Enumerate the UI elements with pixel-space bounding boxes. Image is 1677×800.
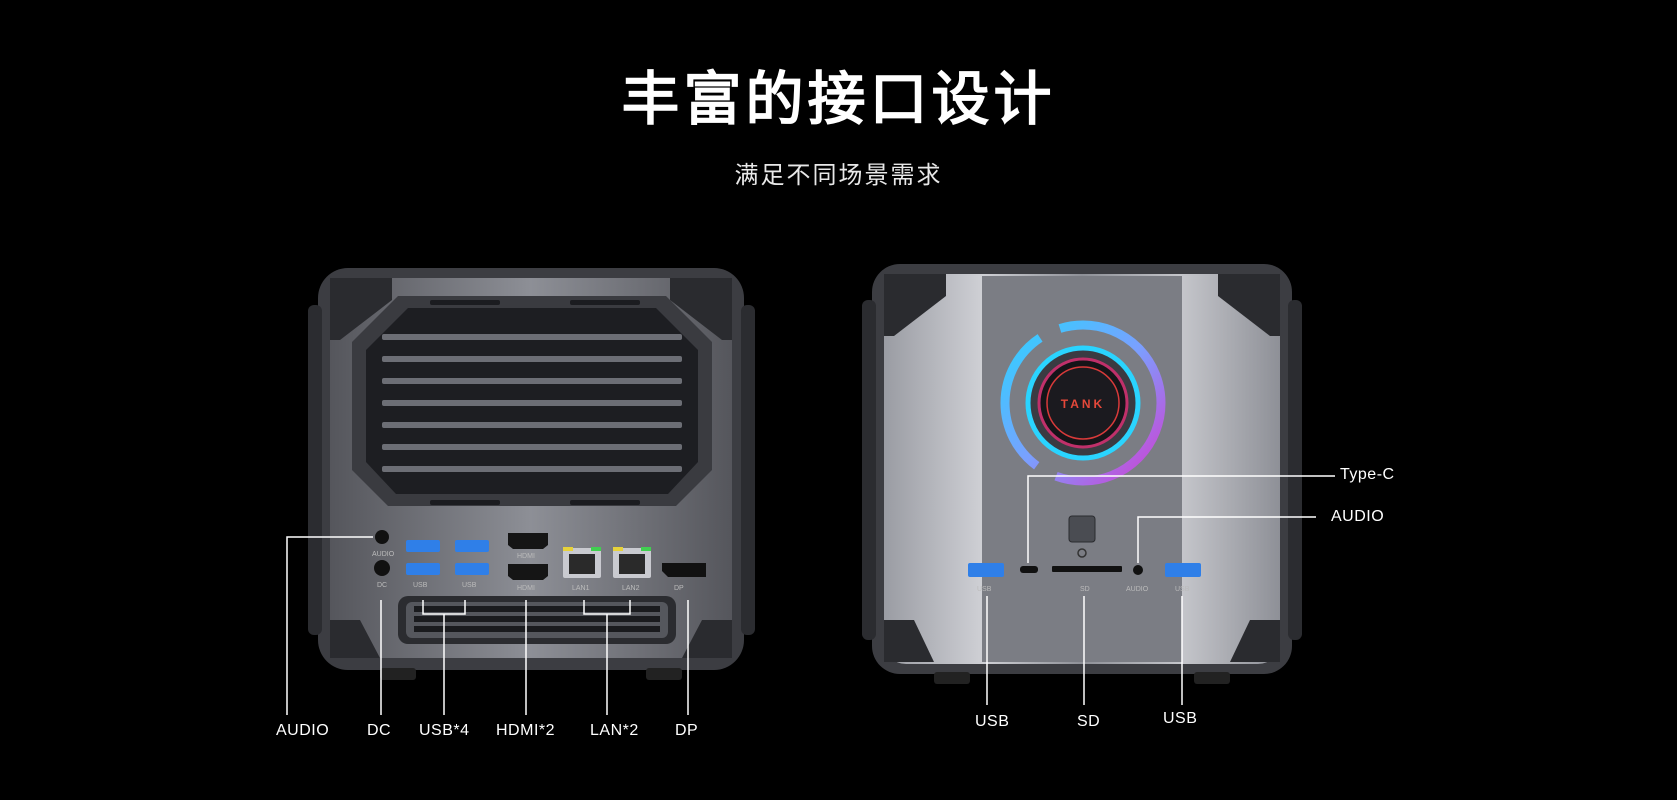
rear-silk-hdmi-b: HDMI [517,585,535,592]
front-callout-lines [986,475,1335,705]
rear-silk-dp: DP [674,585,684,592]
front-unit: TANK USB SD AUDIO USB [862,264,1302,684]
rear-silk-lan1: LAN1 [572,585,590,592]
rear-silk-hdmi-a: HDMI [517,553,535,560]
page-subtitle: 满足不同场景需求 [734,161,943,189]
rear-silk-usb-b: USB [462,582,477,589]
callout-dc: DC [367,722,392,739]
callout-usb-front-left: USB [975,713,1010,730]
callout-sd: SD [1077,713,1101,730]
callout-type-c: Type-C [1340,466,1395,483]
callout-usb4: USB*4 [419,722,470,739]
callout-hdmi2: HDMI*2 [496,722,556,739]
vent-fins [382,334,682,472]
front-silk-sd: SD [1080,586,1090,593]
rear-silk-usb-a: USB [413,582,428,589]
callout-lan2: LAN*2 [590,722,639,739]
rear-silk-lan2: LAN2 [622,585,640,592]
rear-callout-lines [286,536,689,715]
callout-audio-rear: AUDIO [276,722,330,739]
front-silk-usb-b: USB [1175,586,1190,593]
rear-silk-audio: AUDIO [372,551,395,558]
rear-unit: AUDIO DC USB USB HDMI HDMI LAN1 LAN2 DP [308,268,755,680]
tank-logo: TANK [1061,397,1105,411]
callout-audio-front: AUDIO [1331,508,1385,525]
front-silk-usb-a: USB [977,586,992,593]
page-title: 丰富的接口设计 [621,65,1056,133]
rear-silk-dc: DC [377,582,387,589]
callout-dp: DP [675,722,699,739]
callout-usb-front-right: USB [1163,710,1198,727]
front-silk-audio: AUDIO [1126,586,1149,593]
